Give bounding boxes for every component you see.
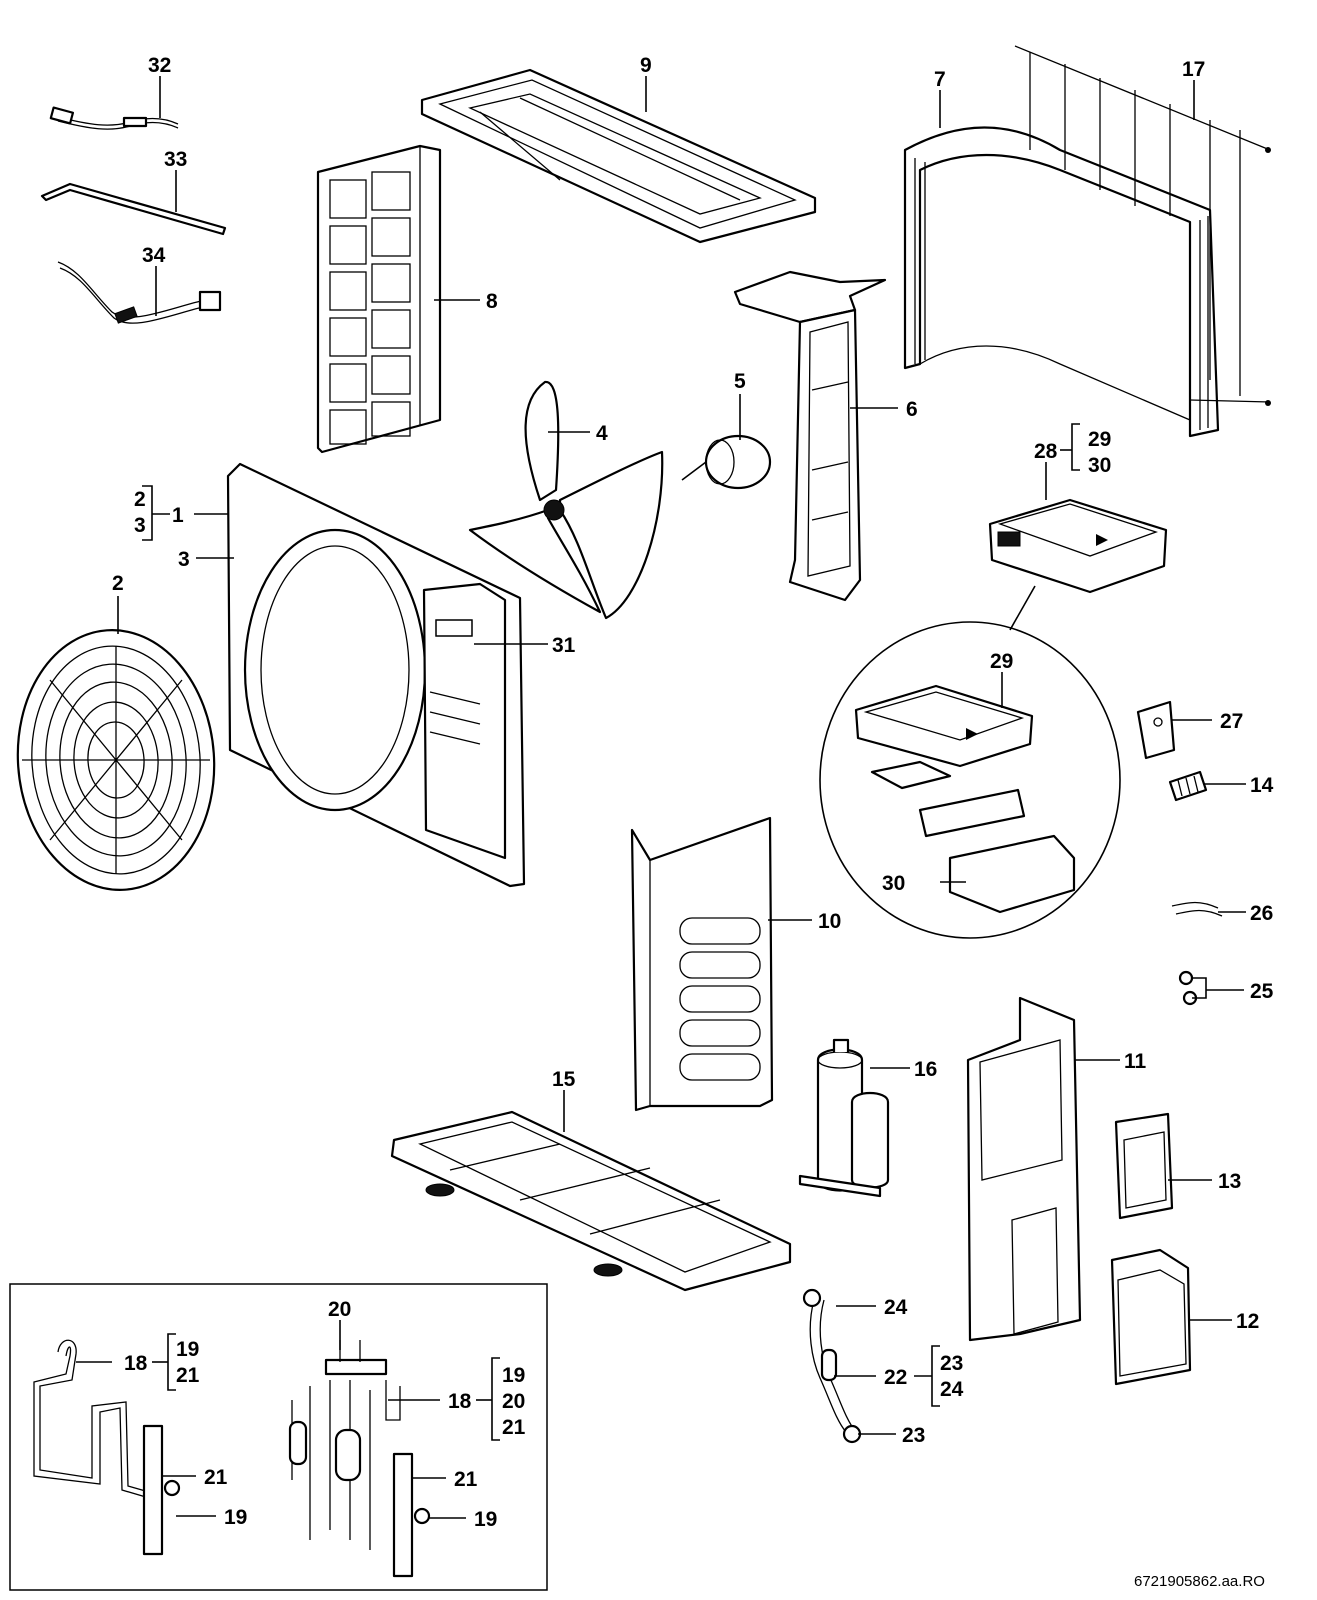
part-27-bracket — [1136, 700, 1176, 760]
bracket-18-item: 21 — [176, 1364, 200, 1387]
bracket-22-item: 24 — [940, 1378, 964, 1401]
label-10: 10 — [818, 910, 841, 933]
label-24: 24 — [884, 1296, 908, 1319]
part-18-pipe-left — [33, 1339, 157, 1501]
label-18-right: 18 — [448, 1390, 472, 1413]
label-17: 17 — [1182, 58, 1205, 81]
part-21-valve-right — [392, 1452, 431, 1578]
part-21-valve-left — [142, 1424, 181, 1556]
label-8: 8 — [486, 290, 498, 313]
label-18-left: 18 — [124, 1352, 148, 1375]
label-19-right: 19 — [474, 1508, 497, 1531]
label-5: 5 — [734, 370, 746, 393]
part-26-cable-clamp — [1171, 901, 1223, 917]
part-33-rod — [40, 182, 227, 236]
label-33: 33 — [164, 148, 187, 171]
brackets — [142, 423, 1080, 1441]
label-11: 11 — [1124, 1050, 1147, 1073]
inset-frame — [9, 1283, 548, 1591]
label-29-main: 29 — [990, 650, 1013, 673]
bracket-1-item: 3 — [134, 514, 146, 537]
part-34-wire-harness — [57, 261, 222, 324]
label-14: 14 — [1250, 774, 1274, 797]
label-25: 25 — [1250, 980, 1274, 1003]
label-21-left: 21 — [204, 1466, 228, 1489]
label-20: 20 — [328, 1298, 351, 1321]
label-3: 3 — [178, 548, 190, 571]
part-16-compressor — [798, 1038, 890, 1198]
label-9: 9 — [640, 54, 652, 77]
label-15: 15 — [552, 1068, 576, 1091]
label-12: 12 — [1236, 1310, 1259, 1333]
part-28-control-box — [988, 498, 1168, 594]
part-7-condenser-coil — [903, 126, 1220, 438]
part-14-terminal-block — [1168, 770, 1208, 802]
part-15-base-plate — [390, 1110, 792, 1292]
part-22-valve-assembly — [802, 1288, 862, 1444]
part-31-label — [435, 619, 473, 637]
part-11-side-panel — [966, 996, 1082, 1342]
part-5-fan-motor — [681, 434, 772, 490]
part-8-rear-grille — [316, 144, 442, 454]
label-26: 26 — [1250, 902, 1273, 925]
bracket-22-item: 23 — [940, 1352, 963, 1375]
label-1: 1 — [172, 504, 184, 527]
label-32: 32 — [148, 54, 171, 77]
part-20-four-way-valve — [324, 1340, 388, 1376]
bracket-18-item: 19 — [176, 1338, 199, 1361]
label-28: 28 — [1034, 440, 1058, 463]
bracket-18b-item: 19 — [502, 1364, 525, 1387]
bracket-1-item: 2 — [134, 488, 146, 511]
bracket-18b-item: 21 — [502, 1416, 526, 1439]
bracket-28-item: 29 — [1088, 428, 1111, 451]
label-22: 22 — [884, 1366, 907, 1389]
part-4-fan-blade — [468, 380, 664, 620]
part-17-coil-guard — [1014, 45, 1271, 406]
document-number: 6721905862.aa.RO — [1134, 1573, 1265, 1590]
part-32-sensor-cable — [49, 106, 179, 130]
label-27: 27 — [1220, 710, 1243, 733]
part-10-partition — [630, 816, 774, 1112]
part-labels: 32 33 34 9 7 17 8 6 5 4 1 3 2 31 28 29 3… — [112, 54, 1274, 1531]
label-7: 7 — [934, 68, 946, 91]
label-31: 31 — [552, 634, 576, 657]
bracket-labels: 2 3 29 30 19 21 19 20 21 23 24 — [134, 428, 1111, 1439]
part-18-pipe-right — [288, 1380, 401, 1550]
leader-lines — [76, 76, 1246, 1519]
part-6-motor-support — [733, 270, 887, 602]
label-30-main: 30 — [882, 872, 905, 895]
part-2-fan-grille — [16, 629, 216, 891]
bracket-28-item: 30 — [1088, 454, 1111, 477]
label-13: 13 — [1218, 1170, 1241, 1193]
part-25-nuts — [1178, 970, 1198, 1006]
part-13-valve-cover — [1114, 1112, 1174, 1220]
part-12-terminal-cover — [1110, 1248, 1192, 1386]
bracket-18b-item: 20 — [502, 1390, 525, 1413]
label-16: 16 — [914, 1058, 937, 1081]
label-23: 23 — [902, 1424, 925, 1447]
label-34: 34 — [142, 244, 166, 267]
part-1-front-panel — [226, 462, 526, 888]
label-4: 4 — [596, 422, 608, 445]
label-21-right: 21 — [454, 1468, 478, 1491]
detail-circle — [819, 585, 1121, 939]
label-6: 6 — [906, 398, 918, 421]
label-2: 2 — [112, 572, 124, 595]
label-19-left: 19 — [224, 1506, 247, 1529]
part-9-top-cover — [420, 68, 817, 244]
